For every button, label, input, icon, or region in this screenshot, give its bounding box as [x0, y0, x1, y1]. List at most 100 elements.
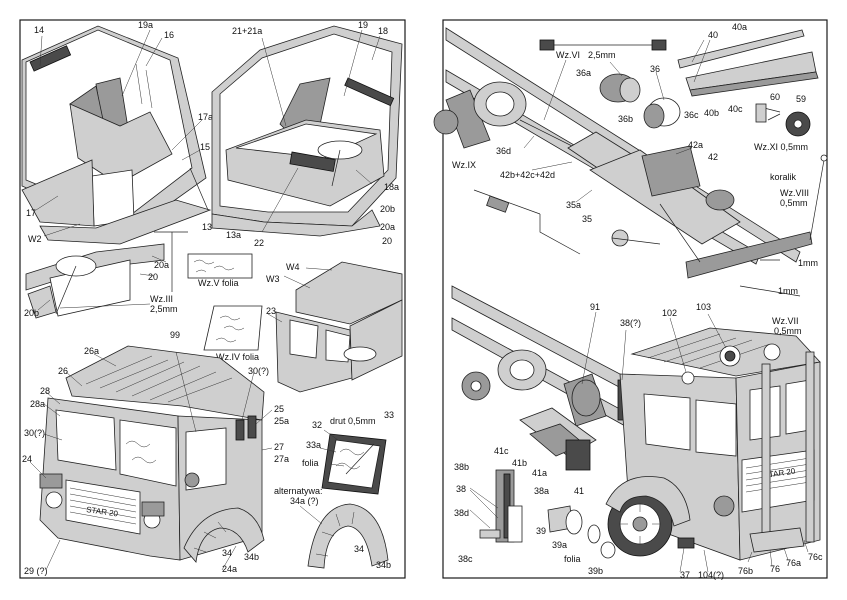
label-20: 20	[382, 236, 392, 246]
grille-star-20-right: STAR 20	[763, 467, 796, 480]
label-37: 37	[680, 570, 690, 580]
label-40b: 40b	[704, 108, 719, 118]
label-1mm-lower: 1mm	[778, 286, 798, 296]
label-W2: W2	[28, 234, 42, 244]
label-28a: 28a	[30, 399, 45, 409]
label-27: 27	[274, 442, 284, 452]
alternate-34-label: 34	[354, 544, 364, 554]
foil-wz-v-label: Wz.V folia	[198, 278, 239, 288]
label-36a: 36a	[576, 68, 591, 78]
label-22: 22	[254, 238, 264, 248]
label-38b: 38b	[454, 462, 469, 472]
rod-wz-iii-label: Wz.III	[150, 294, 173, 304]
label-42: 42	[708, 152, 718, 162]
label-17a: 17a	[198, 112, 213, 122]
alternate-title: alternatywa:	[274, 486, 323, 496]
label-33: 33	[384, 410, 394, 420]
label-39: 39	[536, 526, 546, 536]
label-dash-20b: 20b	[24, 308, 39, 318]
cab-front: STAR 20 99 26a 26 28 28a 30(?) 30(?) 24 …	[22, 330, 289, 576]
label-76a: 76a	[786, 558, 801, 568]
label-76: 76	[770, 564, 780, 574]
label-99: 99	[170, 330, 180, 340]
label-38c: 38c	[458, 554, 473, 564]
label-W3: W3	[266, 274, 280, 284]
alternate-fender: alternatywa: 34a (?) 34 34b	[274, 486, 391, 570]
label-25: 25	[274, 404, 284, 414]
label-30-right: 30(?)	[248, 366, 269, 376]
label-13a: 13a	[226, 230, 241, 240]
label-36d: 36d	[496, 146, 511, 156]
label-41a: 41a	[532, 468, 547, 478]
label-91: 91	[590, 302, 600, 312]
label-20a: 20a	[380, 222, 395, 232]
label-20b: 20b	[380, 204, 395, 214]
rod-wz-iii-size: 2,5mm	[150, 304, 178, 314]
label-38a: 38a	[534, 486, 549, 496]
right-page-frame	[442, 19, 828, 579]
grille-star-20: STAR 20	[86, 505, 119, 518]
label-14: 14	[34, 25, 44, 35]
chassis-bottom: STAR 20	[451, 285, 823, 580]
label-1mm-upper: 1mm	[798, 258, 818, 268]
label-39b: 39b	[588, 566, 603, 576]
label-33a: 33a	[306, 440, 321, 450]
label-19a: 19a	[138, 20, 153, 30]
label-24a: 24a	[222, 564, 237, 574]
label-21-21a: 21+21a	[232, 26, 262, 36]
label-wz-vii: Wz.VII	[772, 316, 799, 326]
cab-interior-right: 21+21a 19 18 13a 22 18a 20b 20a 20	[211, 20, 403, 248]
label-39a: 39a	[552, 540, 567, 550]
label-76c: 76c	[808, 552, 823, 562]
label-34: 34	[222, 548, 232, 558]
label-2-5mm-top: 2,5mm	[588, 50, 616, 60]
label-16: 16	[164, 30, 174, 40]
label-36: 36	[650, 64, 660, 74]
foil-wz-iv: Wz.IV folia	[203, 305, 263, 362]
label-wz-ix: Wz.IX	[452, 160, 476, 170]
label-76b: 76b	[738, 566, 753, 576]
label-38q: 38(?)	[620, 318, 641, 328]
label-0-5mm-viii: 0,5mm	[780, 198, 808, 208]
label-30-left: 30(?)	[24, 428, 45, 438]
label-24: 24	[22, 454, 32, 464]
label-35: 35	[582, 214, 592, 224]
label-34b: 34b	[244, 552, 259, 562]
label-36b: 36b	[618, 114, 633, 124]
label-19: 19	[358, 20, 368, 30]
dashboard-subassembly: 20a 20 20b Wz.III 2,5mm	[24, 231, 188, 319]
label-wz-xi: Wz.XI 0,5mm	[754, 142, 808, 152]
label-27a: 27a	[274, 454, 289, 464]
label-dash-20a: 20a	[154, 260, 169, 270]
left-page-frame	[19, 19, 406, 579]
label-40a: 40a	[732, 22, 747, 32]
label-17: 17	[26, 208, 36, 218]
label-41b: 41b	[512, 458, 527, 468]
label-W4: W4	[286, 262, 300, 272]
cab-shell: W4 W3 23	[266, 261, 403, 393]
label-35a: 35a	[566, 200, 581, 210]
chassis-top: Wz.VI 2,5mm 36 36a 36b 36c 36d 40 40a 40…	[433, 22, 828, 297]
label-25a: 25a	[274, 416, 289, 426]
right-page: Wz.VI 2,5mm 36 36a 36b 36c 36d 40 40a 40…	[433, 19, 828, 580]
label-wz-viii: Wz.VIII	[780, 188, 809, 198]
label-28: 28	[40, 386, 50, 396]
left-page: 14 19a 16 17a 15 17 W2 13 21+21	[19, 19, 406, 579]
label-38: 38	[456, 484, 466, 494]
label-15: 15	[200, 142, 210, 152]
label-60: 60	[770, 92, 780, 102]
label-41: 41	[574, 486, 584, 496]
wire-0-5mm-label: drut 0,5mm	[330, 416, 376, 426]
label-13: 13	[202, 222, 212, 232]
alternate-34a-label: 34a (?)	[290, 496, 319, 506]
label-38d: 38d	[454, 508, 469, 518]
foil-wz-v: Wz.V folia	[187, 253, 253, 288]
label-40: 40	[708, 30, 718, 40]
label-koralik: koralik	[770, 172, 797, 182]
foil-wz-iv-label: Wz.IV folia	[216, 352, 259, 362]
label-0-5mm-vii: 0,5mm	[774, 326, 802, 336]
label-32: 32	[312, 420, 322, 430]
label-40c: 40c	[728, 104, 743, 114]
label-42b-42c-42d: 42b+42c+42d	[500, 170, 555, 180]
